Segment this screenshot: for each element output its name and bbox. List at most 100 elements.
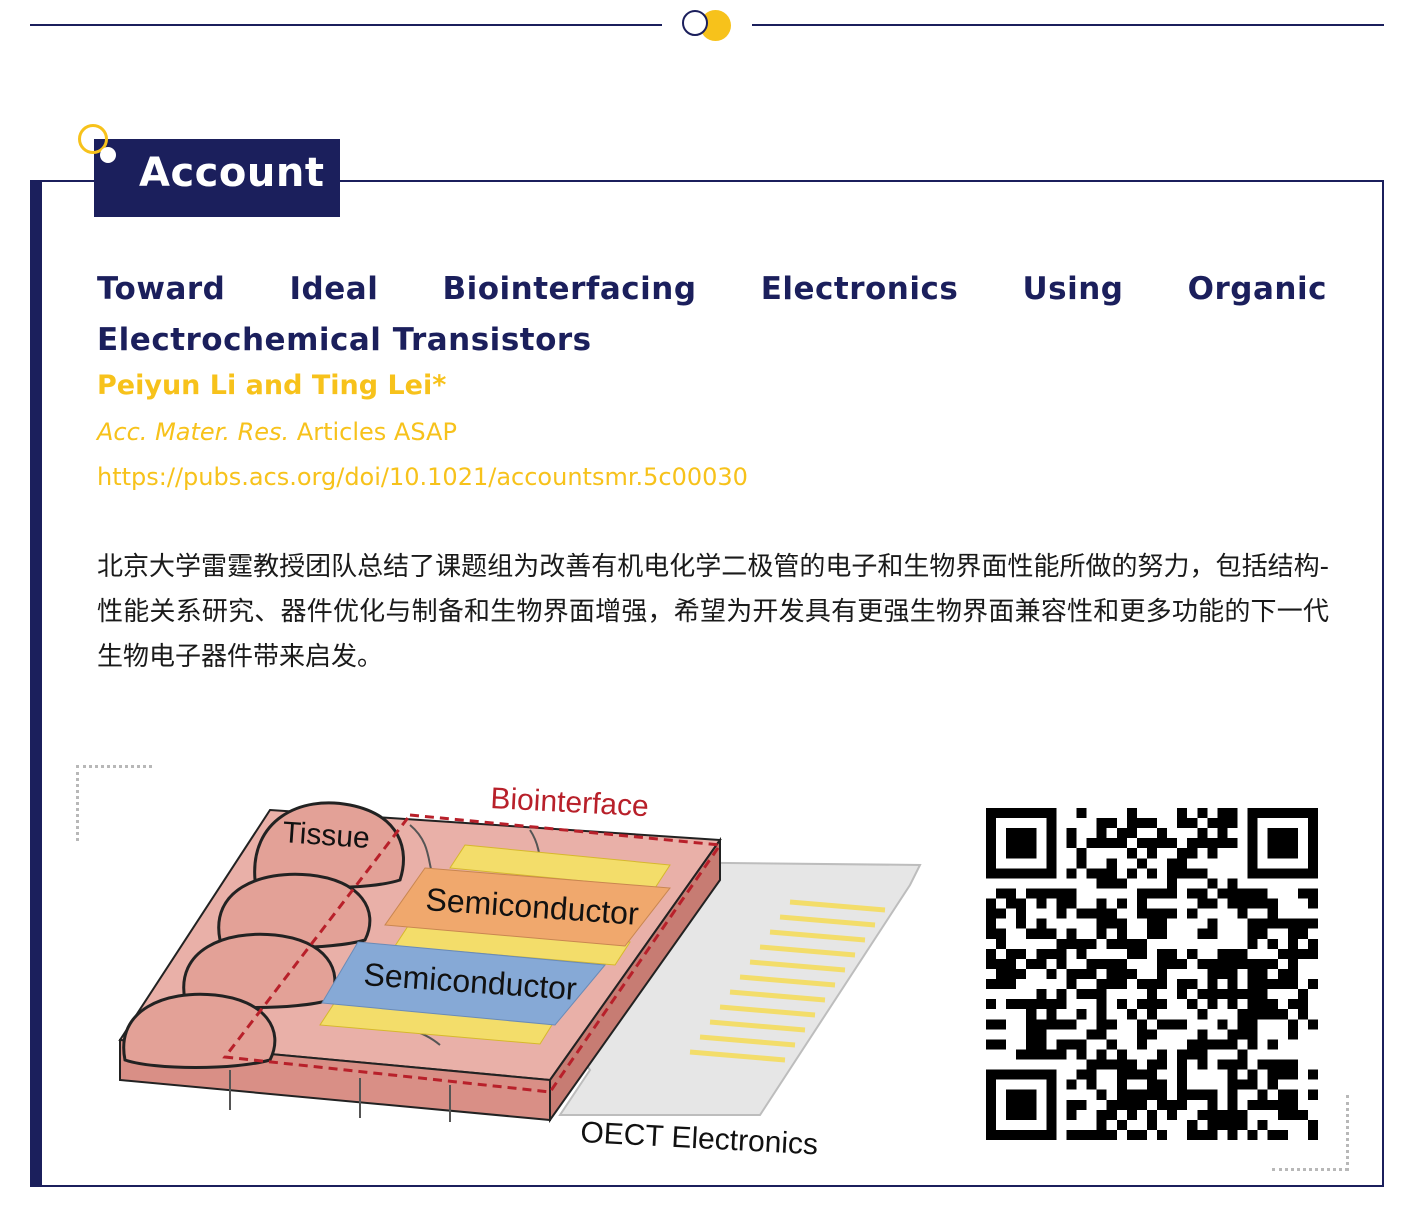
qr-module — [1136, 948, 1147, 959]
qr-module — [1096, 898, 1107, 909]
qr-module — [1046, 1049, 1057, 1060]
qr-module — [986, 958, 997, 969]
qr-module — [1207, 958, 1218, 969]
qr-module — [1187, 979, 1198, 990]
qr-module — [1217, 818, 1228, 829]
qr-module — [1297, 928, 1308, 939]
qr-module — [1006, 948, 1017, 959]
qr-module — [1026, 888, 1037, 899]
qr-module — [1106, 1099, 1117, 1110]
qr-module — [1187, 999, 1198, 1010]
qr-module — [1136, 1029, 1147, 1040]
qr-module — [1267, 918, 1278, 929]
qr-module — [1217, 989, 1228, 1000]
qr-module — [1106, 1129, 1117, 1140]
qr-module — [1116, 968, 1127, 980]
qr-module — [1146, 1079, 1158, 1090]
qr-module — [1227, 958, 1238, 969]
qr-module — [1197, 989, 1208, 1000]
qr-module — [1096, 908, 1107, 919]
qr-module — [1187, 868, 1198, 879]
qr-module — [1267, 898, 1278, 909]
qr-module — [1086, 1079, 1097, 1090]
qr-module — [1026, 1009, 1037, 1020]
qr-module — [1157, 1089, 1168, 1100]
qr-module — [996, 908, 1007, 919]
qr-module — [1207, 878, 1218, 889]
qr-module — [1307, 1129, 1318, 1140]
doi-link[interactable]: https://pubs.acs.org/doi/10.1021/account… — [97, 463, 748, 491]
qr-module — [1227, 1109, 1238, 1120]
qr-module — [1237, 1109, 1248, 1120]
qr-module — [1287, 1019, 1298, 1030]
qr-module — [1297, 1109, 1308, 1120]
qr-module — [1056, 898, 1067, 909]
qr-module — [1106, 1019, 1117, 1030]
qr-module — [1106, 979, 1117, 990]
qr-module — [1247, 979, 1258, 990]
qr-module — [1207, 818, 1218, 829]
qr-module — [1036, 1049, 1047, 1060]
qr-module — [1096, 1089, 1107, 1100]
qr-module — [1066, 888, 1077, 899]
qr-module — [1136, 818, 1147, 829]
qr-module — [1086, 938, 1097, 949]
qr-module — [1287, 1029, 1298, 1040]
qr-module — [1277, 1099, 1288, 1110]
qr-module — [1227, 888, 1238, 899]
qr-module — [1297, 918, 1308, 929]
qr-module — [1257, 1059, 1268, 1070]
qr-module — [1287, 979, 1298, 990]
qr-module — [1257, 958, 1268, 969]
qr-module — [1146, 989, 1158, 1000]
qr-module — [1076, 1049, 1087, 1060]
qr-module — [1207, 1089, 1218, 1100]
badge-ring-icon — [78, 124, 108, 154]
qr-module — [1217, 828, 1228, 839]
qr-module — [1076, 1099, 1087, 1110]
qr-module — [1237, 989, 1248, 1000]
qr-module — [1237, 958, 1248, 969]
qr-module — [1207, 898, 1218, 909]
qr-module — [1237, 1059, 1248, 1070]
qr-module — [1146, 848, 1158, 859]
qr-module — [1167, 888, 1178, 899]
qr-module — [1146, 979, 1158, 990]
qr-module — [986, 948, 997, 959]
qr-module — [1207, 968, 1218, 980]
qr-module — [1086, 1129, 1097, 1140]
qr-module — [1056, 989, 1067, 1000]
qr-module — [1086, 958, 1097, 969]
qr-module — [1247, 1129, 1258, 1140]
qr-module — [1207, 1109, 1218, 1120]
qr-module — [1157, 1129, 1168, 1140]
qr-module — [1136, 938, 1147, 949]
qr-code[interactable] — [986, 808, 1318, 1140]
qr-module — [986, 898, 997, 909]
qr-module — [1267, 979, 1278, 990]
qr-module — [1287, 1069, 1298, 1080]
semiconductor-top — [384, 867, 671, 947]
qr-module — [1307, 918, 1318, 929]
qr-module — [1307, 1019, 1318, 1030]
qr-module — [1177, 848, 1188, 859]
qr-module — [1106, 938, 1117, 949]
qr-module — [1197, 1049, 1208, 1060]
qr-module — [1096, 868, 1107, 879]
qr-module — [1237, 1079, 1248, 1090]
qr-module — [1167, 908, 1178, 919]
qr-module — [1167, 868, 1178, 879]
tissue-block-side — [549, 836, 721, 1124]
qr-module — [1227, 1099, 1238, 1110]
qr-module — [1136, 1039, 1147, 1050]
qr-module — [1167, 958, 1178, 969]
qr-module — [1237, 1009, 1248, 1020]
qr-module — [1237, 908, 1248, 919]
qr-module — [1257, 1119, 1268, 1130]
qr-module — [1257, 898, 1268, 909]
qr-module — [1046, 968, 1057, 980]
qr-module — [1086, 989, 1097, 1000]
qr-module — [1277, 1009, 1288, 1020]
article-journal: Acc. Mater. Res. Articles ASAP — [97, 418, 457, 446]
qr-module — [1227, 808, 1238, 819]
